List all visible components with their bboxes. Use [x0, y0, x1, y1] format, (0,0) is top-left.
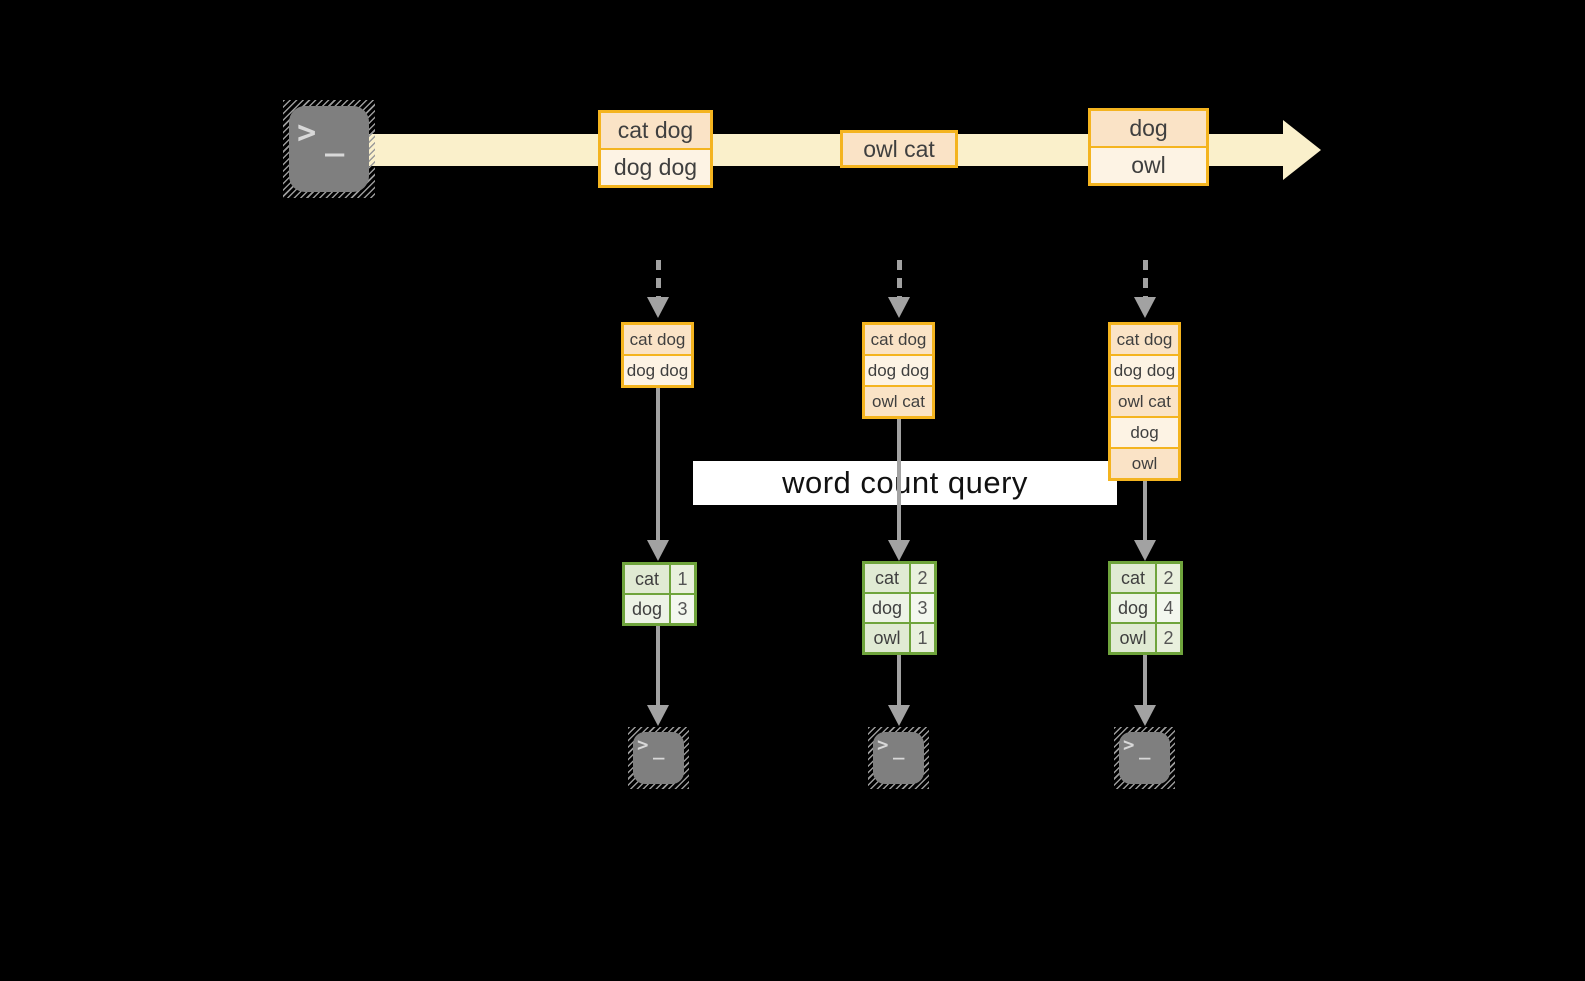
- state-record: owl: [1111, 449, 1178, 478]
- arrow-head-icon: [647, 297, 669, 318]
- batch-input-arrow: [656, 260, 661, 298]
- count-cell: 2: [911, 564, 934, 592]
- source-terminal-icon: > _: [283, 100, 375, 198]
- table-row: owl 2: [1111, 624, 1180, 652]
- stream-batch-1: cat dog dog dog: [598, 110, 713, 188]
- stream-batch-3: dog owl: [1088, 108, 1209, 186]
- word-cell: owl: [1111, 624, 1155, 652]
- table-row: cat 1: [625, 565, 694, 593]
- state-record: dog dog: [865, 356, 932, 385]
- stream-record: owl cat: [843, 133, 955, 165]
- state-buffer-1: cat dog dog dog: [621, 322, 694, 388]
- batch-input-arrow: [897, 260, 902, 298]
- terminal-cursor-glyph: _: [1139, 738, 1151, 760]
- word-count-table-3: cat 2 dog 4 owl 2: [1108, 561, 1183, 655]
- query-arrow: [656, 388, 660, 541]
- sink-terminal-icon: > _: [1114, 727, 1175, 789]
- output-arrow: [1143, 655, 1147, 707]
- sink-terminal-icon: > _: [868, 727, 929, 789]
- stream-batch-2: owl cat: [840, 130, 958, 168]
- word-cell: dog: [625, 595, 669, 623]
- arrow-head-icon: [888, 297, 910, 318]
- terminal-body: [633, 732, 684, 784]
- table-row: cat 2: [865, 564, 934, 592]
- state-record: cat dog: [1111, 325, 1178, 354]
- state-record: dog dog: [624, 356, 691, 385]
- terminal-prompt-glyph: >: [297, 113, 317, 151]
- word-cell: cat: [625, 565, 669, 593]
- state-buffer-2: cat dog dog dog owl cat: [862, 322, 935, 419]
- word-cell: dog: [865, 594, 909, 622]
- arrow-head-icon: [1134, 297, 1156, 318]
- arrow-head-icon: [1134, 705, 1156, 726]
- state-record: owl cat: [1111, 387, 1178, 416]
- batch-input-arrow: [1143, 260, 1148, 298]
- terminal-prompt-glyph: >: [877, 734, 889, 756]
- terminal-body: [873, 732, 924, 784]
- count-cell: 2: [1157, 564, 1180, 592]
- table-row: cat 2: [1111, 564, 1180, 592]
- word-count-table-2: cat 2 dog 3 owl 1: [862, 561, 937, 655]
- stream-record: dog: [1091, 111, 1206, 146]
- query-arrow: [1143, 481, 1147, 541]
- sink-terminal-icon: > _: [628, 727, 689, 789]
- terminal-cursor-glyph: _: [325, 119, 345, 157]
- arrow-head-icon: [647, 705, 669, 726]
- table-row: dog 4: [1111, 594, 1180, 622]
- arrow-head-icon: [888, 540, 910, 561]
- stream-record: owl: [1091, 148, 1206, 183]
- terminal-cursor-glyph: _: [653, 738, 665, 760]
- word-count-table-1: cat 1 dog 3: [622, 562, 697, 626]
- count-cell: 3: [671, 595, 694, 623]
- query-label: word count query: [782, 465, 1028, 500]
- table-row: dog 3: [865, 594, 934, 622]
- word-cell: cat: [865, 564, 909, 592]
- terminal-cursor-glyph: _: [893, 738, 905, 760]
- state-record: dog dog: [1111, 356, 1178, 385]
- query-label-band: word count query: [693, 461, 1117, 505]
- state-record: cat dog: [865, 325, 932, 354]
- arrow-head-icon: [1134, 540, 1156, 561]
- count-cell: 1: [671, 565, 694, 593]
- count-cell: 2: [1157, 624, 1180, 652]
- arrow-head-icon: [888, 705, 910, 726]
- word-cell: dog: [1111, 594, 1155, 622]
- terminal-prompt-glyph: >: [637, 734, 649, 756]
- terminal-body: [289, 106, 369, 192]
- word-cell: cat: [1111, 564, 1155, 592]
- table-row: owl 1: [865, 624, 934, 652]
- count-cell: 3: [911, 594, 934, 622]
- state-record: owl cat: [865, 387, 932, 416]
- word-cell: owl: [865, 624, 909, 652]
- output-arrow: [897, 655, 901, 707]
- state-record: dog: [1111, 418, 1178, 447]
- query-arrow: [897, 419, 901, 541]
- terminal-prompt-glyph: >: [1123, 734, 1135, 756]
- table-row: dog 3: [625, 595, 694, 623]
- stream-record: cat dog: [601, 113, 710, 148]
- state-buffer-3: cat dog dog dog owl cat dog owl: [1108, 322, 1181, 481]
- count-cell: 4: [1157, 594, 1180, 622]
- arrow-head-icon: [647, 540, 669, 561]
- stream-record: dog dog: [601, 150, 710, 185]
- count-cell: 1: [911, 624, 934, 652]
- state-record: cat dog: [624, 325, 691, 354]
- output-arrow: [656, 626, 660, 707]
- terminal-body: [1119, 732, 1170, 784]
- stream-arrow-head-icon: [1283, 120, 1321, 180]
